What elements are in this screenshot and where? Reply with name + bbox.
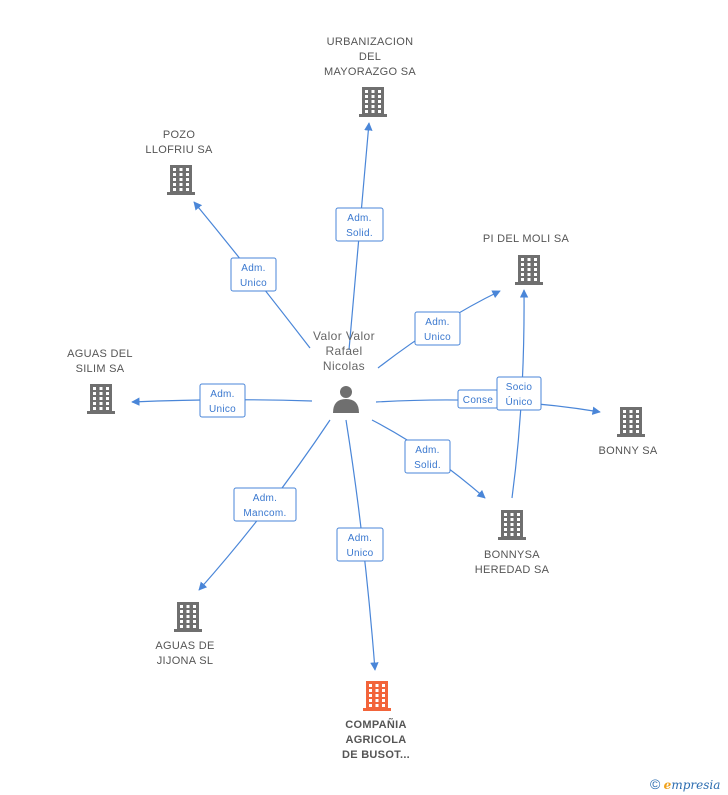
relation-label-text: Único [505,395,532,408]
building-icon[interactable] [617,407,645,437]
copyright-icon: © [650,776,661,792]
empresia-logo: empresia [664,778,721,792]
company-name-line: MAYORAZGO SA [324,66,416,78]
building-icon[interactable] [498,510,526,540]
building-icon[interactable] [174,602,202,632]
company-name-line: AGRICOLA [345,734,406,746]
building-icon[interactable] [363,681,391,711]
person-name-line: Nicolas [323,359,365,373]
relation-label-aguasdejijona[interactable]: Adm. Mancom. [233,487,297,522]
footer-brand[interactable]: © empresia [650,776,720,792]
relation-label-text: Adm. [425,317,450,328]
relation-label-text: Unico [209,404,236,415]
company-name-line: PI DEL MOLI SA [483,233,570,245]
relation-label-text: Adm. [348,533,373,544]
relation-label-text: Adm. [253,493,278,504]
company-name-line: URBANIZACION [327,36,414,48]
brand-rest: mpresia [671,778,721,792]
relation-label-text: Solid. [346,228,373,239]
relation-label-aguasdelsilim[interactable]: Adm. Unico [199,383,246,418]
company-node-bonny[interactable]: BONNY SA [598,407,658,457]
relation-label-text: Unico [346,548,373,559]
relation-label-text: Socio [506,382,533,393]
relation-label-compania[interactable]: Adm. Unico [336,527,384,562]
relation-label-text: Solid. [414,460,441,471]
relation-label-text: Unico [424,332,451,343]
company-node-urbanizacion[interactable]: URBANIZACION DEL MAYORAZGO SA [324,36,416,117]
company-name-line: DEL [359,51,381,63]
company-name-line: DE BUSOT... [342,749,410,761]
company-node-compania[interactable]: COMPAÑIA AGRICOLA DE BUSOT... [342,681,410,761]
company-name-line: AGUAS DEL [67,348,133,360]
person-name-line: Valor Valor [313,329,375,343]
company-name-line: BONNY SA [598,445,657,457]
relation-label-text: Conse [463,395,494,406]
company-name-line: SILIM SA [76,363,125,375]
company-node-aguasdelsilim[interactable]: AGUAS DEL SILIM SA [67,348,133,414]
company-name-line: HEREDAD SA [475,564,550,576]
relation-label-pidelmoli[interactable]: Adm. Unico [414,311,461,346]
building-icon[interactable] [87,384,115,414]
building-icon[interactable] [515,255,543,285]
company-node-aguasdejijona[interactable]: AGUAS DE JIJONA SL [155,602,214,667]
brand-initial: e [663,778,672,792]
company-name-line: BONNYSA [484,549,540,561]
relation-label-text: Adm. [415,445,440,456]
relation-labels-layer: Adm.Solid.Adm.UnicoAdm.UnicoAdm.UnicoCon… [199,207,542,562]
company-name-line: JIJONA SL [157,655,214,667]
relation-label-urbanizacion[interactable]: Adm. Solid. [335,207,384,242]
building-icon[interactable] [167,165,195,195]
building-icon[interactable] [359,87,387,117]
relation-label-text: Adm. [210,389,235,400]
relation-label-text: Adm. [347,213,372,224]
relation-label-text: Mancom. [243,508,286,519]
company-name-line: LLOFRIU SA [145,144,213,156]
person-name-line: Rafael [325,344,362,358]
company-node-pozo[interactable]: POZO LLOFRIU SA [145,129,213,195]
company-node-pidelmoli[interactable]: PI DEL MOLI SA [483,233,570,285]
company-name-line: AGUAS DE [155,640,214,652]
company-node-bonnysa[interactable]: BONNYSA HEREDAD SA [475,510,550,576]
relation-label-pozo[interactable]: Adm. Unico [230,257,277,292]
relation-label-text: Adm. [241,263,266,274]
company-name-line: COMPAÑIA [345,718,406,731]
relation-label-text: Unico [240,278,267,289]
nodes-layer: URBANIZACION DEL MAYORAZGO SA POZO LLOFRIU S… [67,36,658,761]
relation-label-bonny-conse[interactable]: Conse [457,389,499,409]
person-icon [333,386,359,413]
relation-label-bonnysa[interactable]: Adm. Solid. [404,439,451,474]
company-name-line: POZO [163,129,196,141]
